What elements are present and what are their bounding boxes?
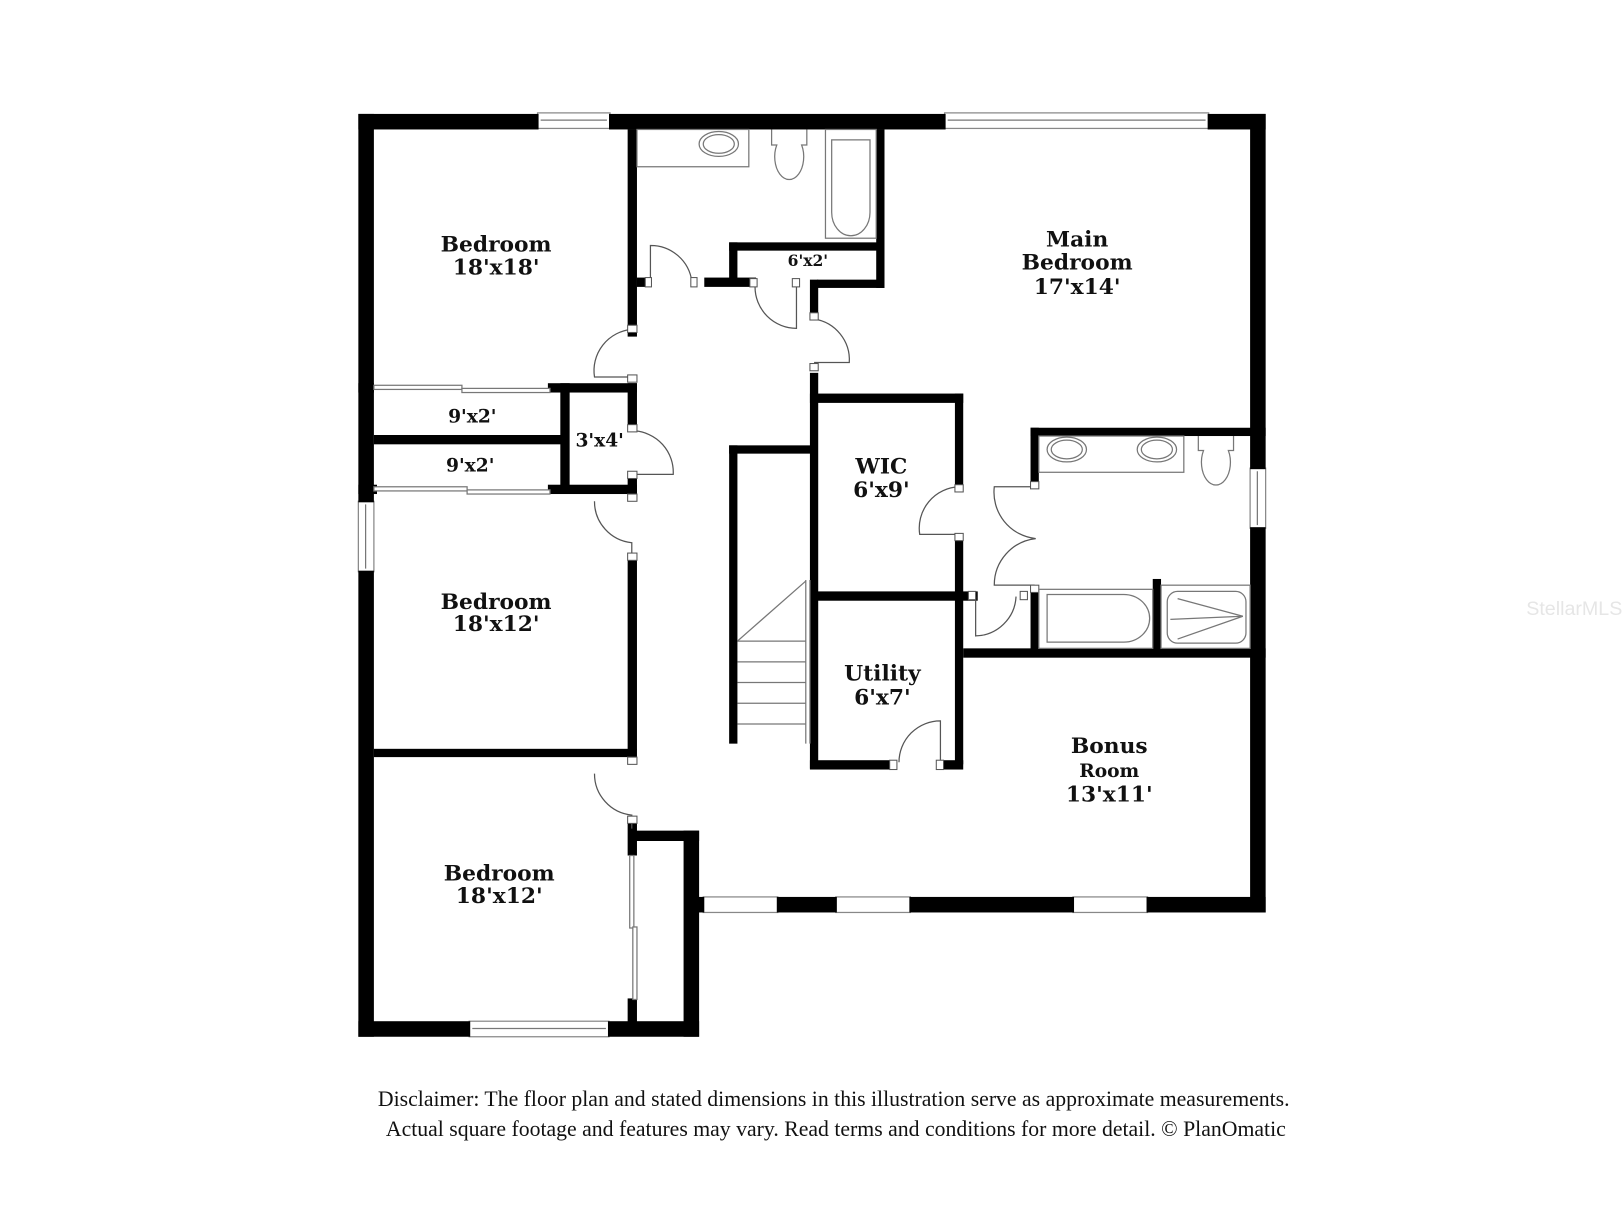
room-bonus-room: Bonus Room 13'x11' — [1066, 734, 1153, 808]
room-name: Bedroom — [444, 861, 555, 886]
toilet-icon — [1197, 436, 1235, 486]
windows — [357, 112, 1267, 1038]
bathtub-icon — [824, 128, 877, 239]
disclaimer-line-1: Disclaimer: The floor plan and stated di… — [378, 1087, 1290, 1111]
room-dims: 17'x14' — [1034, 275, 1121, 300]
room-name: Room — [1079, 760, 1139, 782]
room-dims: 18'x12' — [453, 612, 540, 637]
room-main-bedroom: Main Bedroom 17'x14' — [1022, 228, 1133, 301]
shower-icon — [1160, 584, 1251, 649]
room-dims: 6'x7' — [854, 685, 911, 710]
room-labels: Bedroom 18'x18' 6'x2' Main Bedroom 17'x1… — [441, 228, 1153, 910]
window-bonus-3 — [1072, 896, 1149, 914]
watermark: StellarMLS — [1526, 598, 1622, 620]
room-dims-closet-9x2-b: 9'x2' — [446, 454, 494, 476]
disclaimer: Disclaimer: The floor plan and stated di… — [378, 1087, 1290, 1141]
staircase — [737, 580, 811, 744]
room-dims-closet-9x2-a: 9'x2' — [448, 406, 496, 428]
room-bedroom-1: Bedroom 18'x18' — [441, 233, 552, 281]
bathtub-icon — [1038, 588, 1154, 649]
room-name: Bedroom — [441, 590, 552, 615]
room-dims: 18'x12' — [456, 884, 543, 909]
room-name: Bedroom — [1022, 250, 1133, 275]
sink-icon — [1136, 436, 1178, 463]
sink-icon — [698, 130, 740, 158]
interior-walls — [358, 129, 1266, 1028]
fixtures — [636, 128, 1251, 744]
disclaimer-line-2: Actual square footage and features may v… — [386, 1117, 1286, 1141]
toilet-icon — [770, 129, 808, 181]
window-bonus-1 — [702, 896, 779, 914]
room-utility: Utility 6'x7' — [844, 661, 922, 710]
room-wic: WIC 6'x9' — [853, 454, 910, 503]
room-name: Bedroom — [441, 233, 552, 258]
room-name: Bonus — [1071, 734, 1148, 759]
sliding-doors — [373, 384, 638, 1001]
room-bedroom-2: Bedroom 18'x12' — [441, 590, 552, 637]
vanity-main-bath — [1038, 435, 1185, 473]
room-dims: 6'x9' — [853, 478, 910, 503]
sink-icon — [1046, 436, 1088, 463]
vanity-hall-bath — [636, 128, 750, 168]
room-name: Utility — [844, 661, 922, 686]
window-bonus-2 — [835, 896, 912, 914]
room-bedroom-3: Bedroom 18'x12' — [444, 861, 555, 909]
room-name: Main — [1046, 228, 1108, 253]
doors — [593, 244, 1040, 829]
room-dims: 18'x18' — [453, 255, 540, 280]
exterior-walls — [358, 113, 1266, 1037]
room-dims: 13'x11' — [1066, 783, 1153, 808]
room-dims-closet-6x2: 6'x2' — [788, 251, 828, 270]
room-dims-closet-3x4: 3'x4' — [575, 429, 623, 451]
room-name: WIC — [854, 454, 907, 479]
